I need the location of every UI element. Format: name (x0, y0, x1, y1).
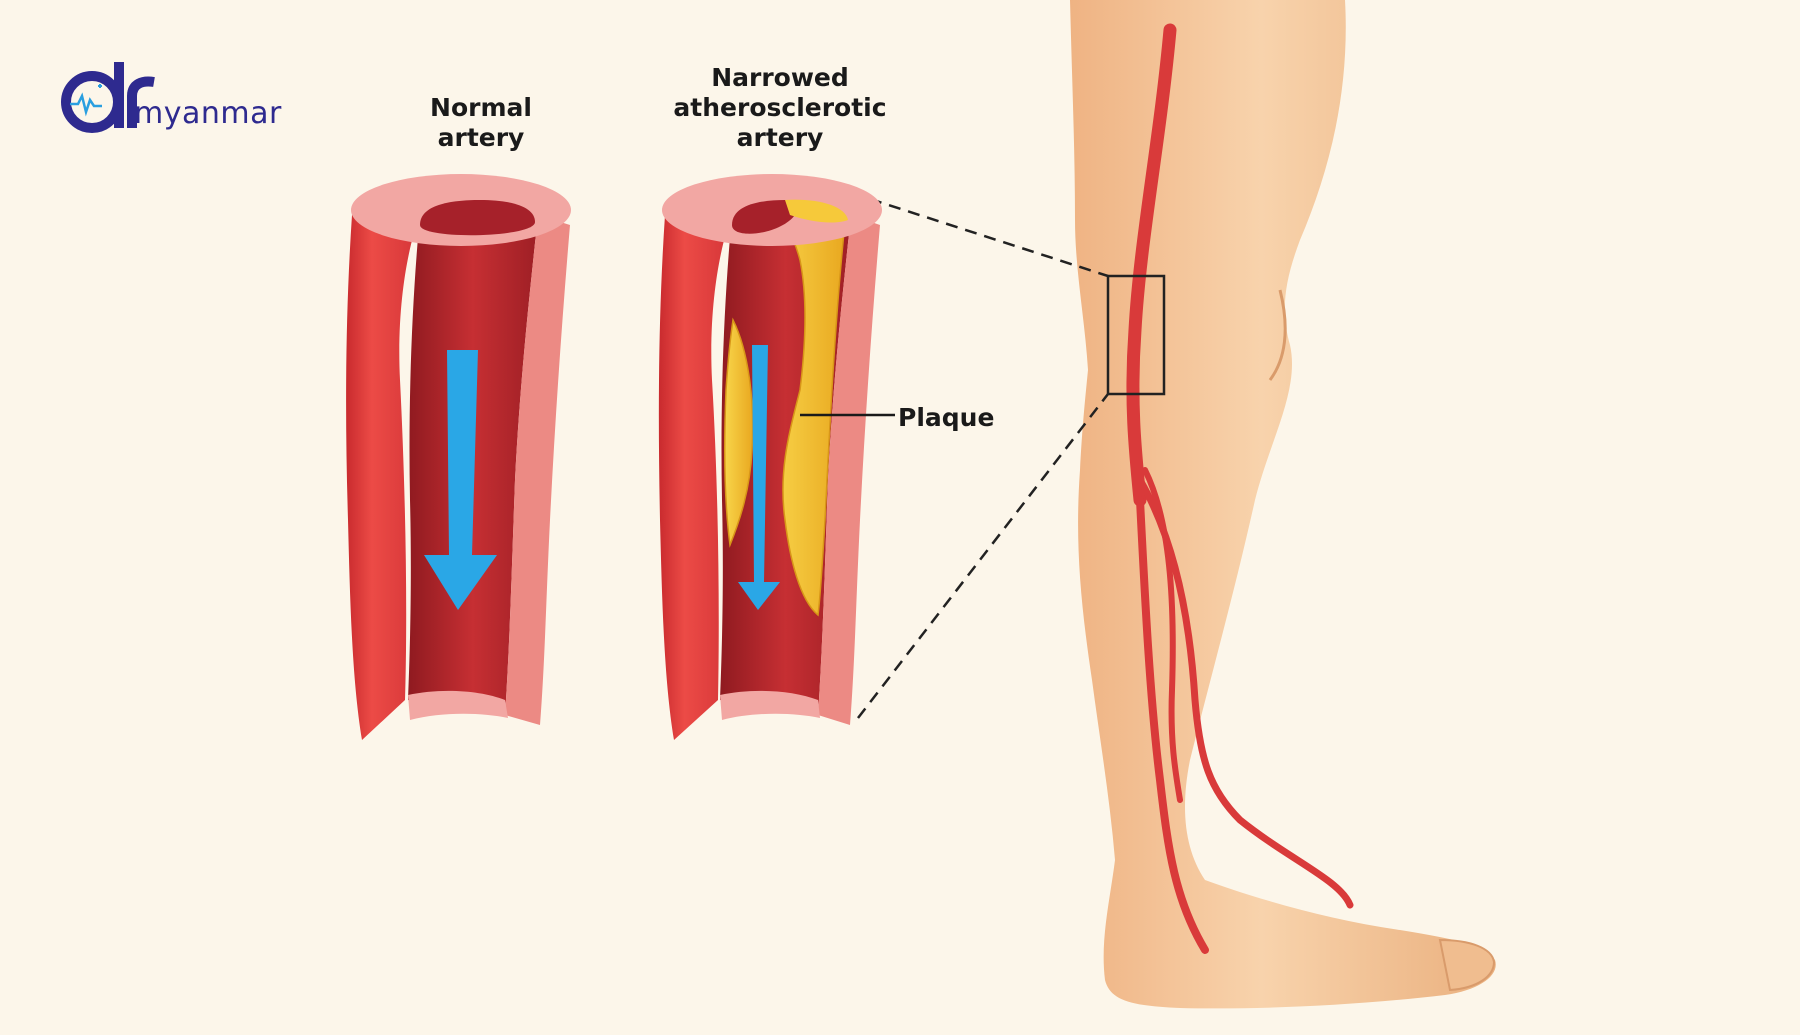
leg-skin (1070, 0, 1496, 1009)
narrowed-artery-opening (732, 200, 797, 234)
normal-artery-wall-right (505, 215, 570, 725)
label-plaque: Plaque (898, 403, 995, 432)
knee-shadow (1268, 289, 1287, 381)
normal-artery-wall (346, 215, 420, 740)
narrowed-artery-plaque-top (785, 199, 848, 223)
label-narrowed-artery: Narrowed atherosclerotic artery (640, 63, 920, 153)
label-line: artery (437, 123, 525, 152)
label-normal-artery: Normal artery (366, 93, 596, 153)
dr-myanmar-logo-icon (58, 58, 298, 138)
leg-artery (1126, 23, 1354, 954)
label-line: atherosclerotic (673, 93, 887, 122)
blood-flow-arrow-small-icon (738, 345, 780, 610)
label-line: artery (736, 123, 824, 152)
toe-shape (1438, 938, 1496, 992)
normal-artery (346, 174, 571, 740)
leg-illustration (1070, 0, 1496, 1009)
normal-artery-bottom-rim (408, 690, 508, 720)
plaque-right (768, 198, 846, 617)
normal-artery-opening (420, 200, 535, 236)
narrowed-artery-bottom-rim (720, 690, 820, 720)
label-line: Normal (430, 93, 532, 122)
narrowed-artery-wall-right (818, 215, 880, 725)
plaque-left (724, 317, 754, 548)
label-line: Narrowed (711, 63, 849, 92)
narrowed-artery-wall (658, 215, 732, 740)
narrowed-artery (658, 174, 895, 740)
zoom-lines (857, 197, 1109, 719)
zoom-box (1106, 274, 1166, 396)
logo-text: myanmar (134, 96, 282, 131)
blood-flow-arrow-icon (424, 350, 497, 610)
